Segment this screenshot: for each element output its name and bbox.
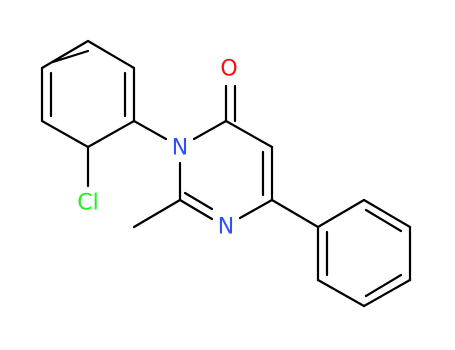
bond-cp-inner-b [51, 49, 90, 64]
bond-ph-4-5 [362, 278, 412, 308]
oxygen-atom-label: O [220, 57, 237, 82]
chlorine-atom-label: Cl [77, 191, 98, 216]
bond-ph-inner-b [364, 273, 403, 298]
bond-ph-inner-a [364, 208, 403, 233]
bond-c4-c5 [224, 119, 274, 149]
nitrogen-3-atom-label: N [172, 136, 188, 161]
bond-n1-c2-double [183, 191, 214, 211]
bond-n3-aryl [132, 119, 168, 141]
bond-ph-2-3 [362, 198, 412, 229]
nitrogen-1-atom-label: N [218, 215, 234, 240]
bond-cp-5-6 [86, 39, 136, 70]
bond-ph-1-2 [316, 198, 366, 229]
bond-c4-n3 [192, 119, 228, 141]
bond-c6-n1 [238, 198, 274, 220]
bond-cp-1-2 [86, 119, 136, 149]
bond-cp-4-5 [40, 39, 90, 70]
bond-n1-c2 [178, 198, 214, 221]
bond-c2-methyl [132, 198, 182, 229]
bond-ph-5-6 [316, 278, 366, 308]
bond-c6-phenyl [270, 198, 320, 229]
bond-cp-2-3 [40, 119, 90, 149]
